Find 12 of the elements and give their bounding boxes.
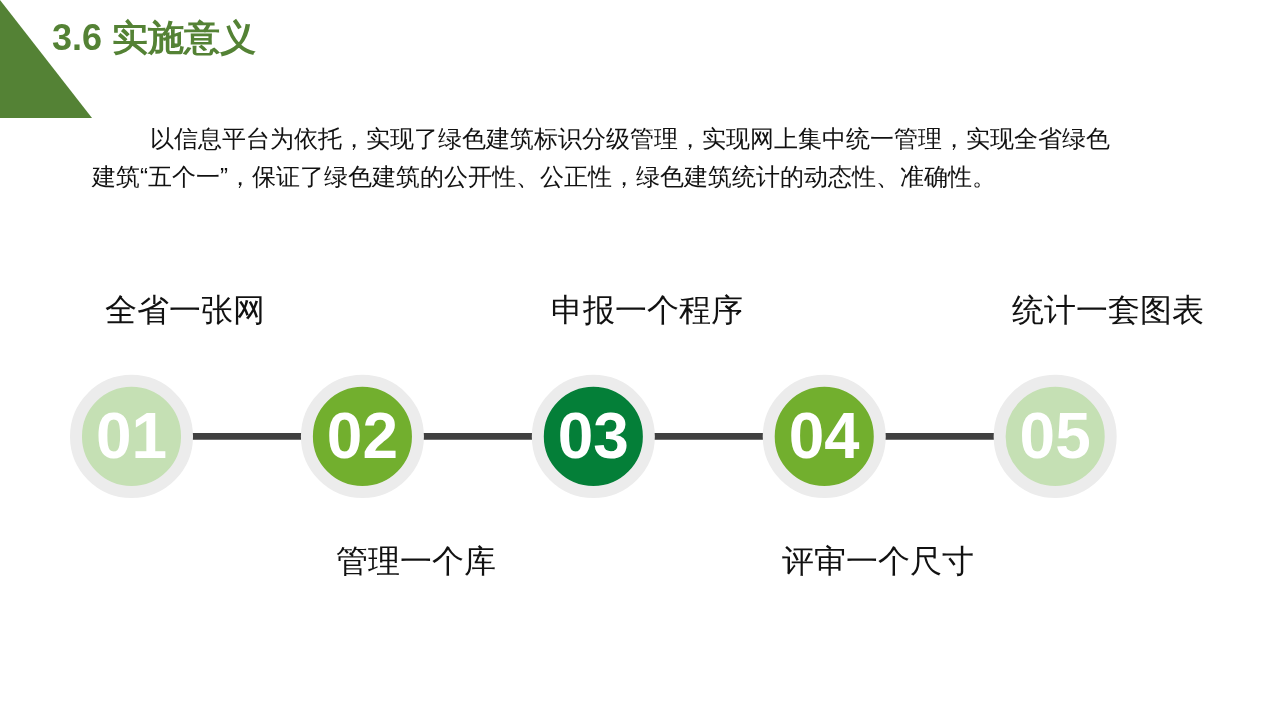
step-caption: 管理一个库: [335, 542, 496, 579]
node-circle: 01: [70, 374, 194, 498]
slide-title: 3.6 实施意义: [52, 16, 257, 60]
step-caption: 全省一张网: [104, 291, 265, 328]
intro-paragraph: 以信息平台为依托，实现了绿色建筑标识分级管理，实现网上集中统一管理，实现全省绿色建筑“五个一”，保证了绿色建筑的公开性、公正性，绿色建筑统计的动态性、准确性。: [92, 124, 1111, 192]
node-circle: 04: [762, 374, 886, 498]
step-caption: 申报一个程序: [550, 291, 743, 328]
node-circle: 02: [300, 374, 424, 498]
node-circle: 03: [531, 374, 655, 498]
step-caption: 评审一个尺寸: [781, 542, 974, 579]
step-caption: 统计一套图表: [1012, 291, 1205, 328]
node-circle: 05: [993, 374, 1117, 498]
